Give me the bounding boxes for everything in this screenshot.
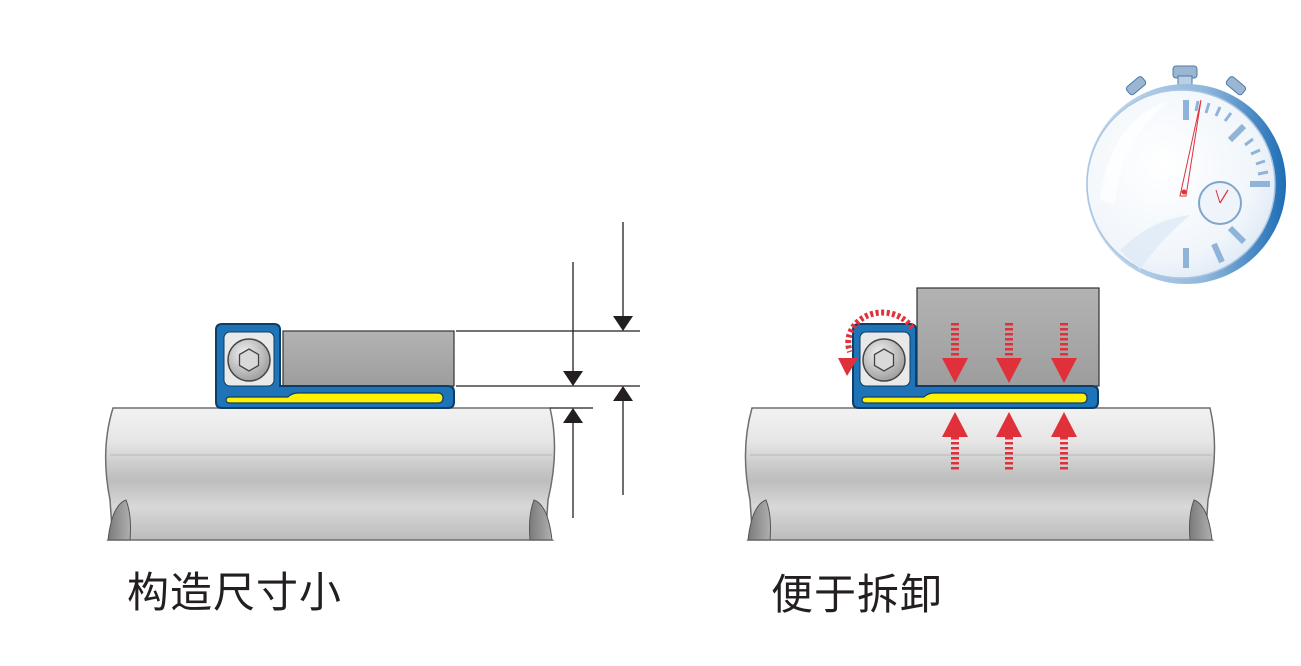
- dimension-arrow-icon: [563, 262, 583, 386]
- pressure-arrows-down: [942, 323, 1077, 383]
- pressure-arrows-up: [942, 412, 1077, 472]
- pressure-arrow-icon: [996, 323, 1022, 383]
- hex-socket-screw-icon: [862, 338, 906, 382]
- pressure-arrow-icon: [942, 323, 968, 383]
- left-assembly: [104, 222, 640, 541]
- rotate-ccw-icon: [838, 309, 915, 376]
- left-yellow-sleeve: [225, 392, 444, 404]
- stopwatch-icon: [1086, 65, 1286, 284]
- dimension-arrow-icon: [613, 386, 633, 495]
- right-clamp-nut: [838, 287, 1100, 409]
- dimension-arrow-icon: [613, 222, 633, 331]
- pressure-arrow-icon: [1051, 323, 1077, 383]
- left-clamp-body: [215, 323, 455, 409]
- dimension-lines: [456, 222, 640, 518]
- left-nut-block: [282, 330, 455, 387]
- dimension-arrow-icon: [563, 408, 583, 518]
- right-assembly: [744, 287, 1216, 541]
- right-shaft: [744, 407, 1216, 541]
- caption-compact-size: 构造尺寸小: [127, 568, 343, 617]
- left-clamp-nut: [215, 323, 455, 409]
- caption-easy-removal: 便于拆卸: [771, 570, 944, 619]
- right-yellow-sleeve: [861, 392, 1088, 404]
- pressure-arrow-icon: [1051, 412, 1077, 472]
- right-clamp-body: [852, 323, 1099, 409]
- hex-socket-screw-icon: [227, 338, 271, 382]
- pressure-arrow-icon: [942, 412, 968, 472]
- left-shaft: [104, 407, 556, 541]
- pressure-arrow-icon: [996, 412, 1022, 472]
